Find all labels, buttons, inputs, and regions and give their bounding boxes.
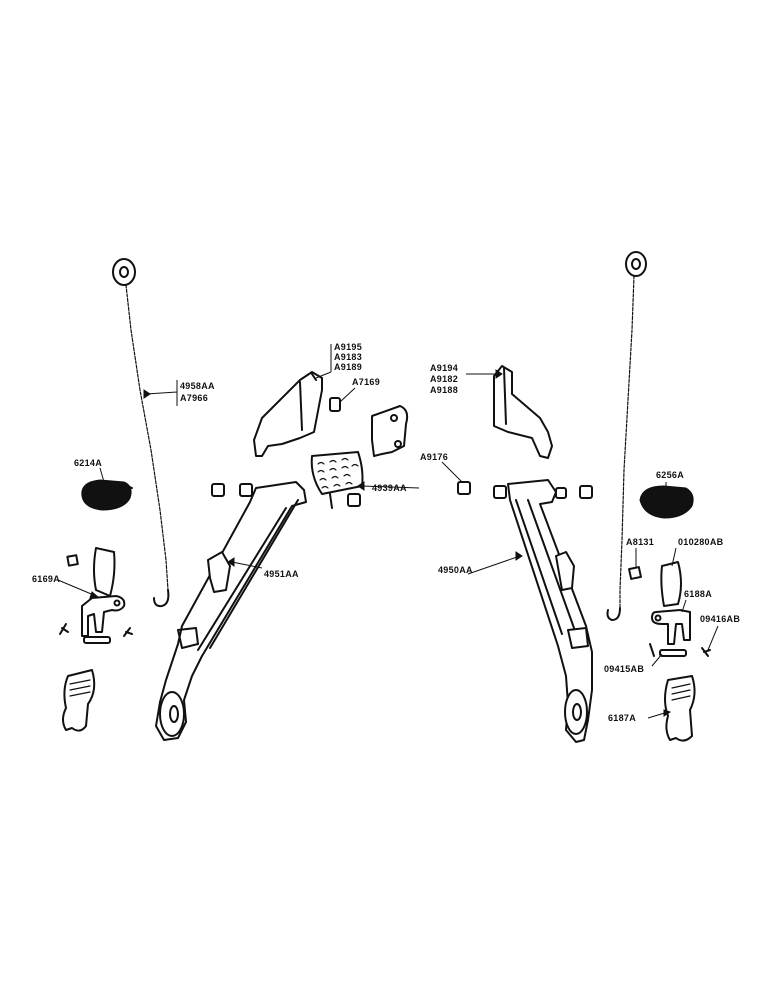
label-6214A: 6214A [74, 458, 102, 468]
label-4950AA: 4950AA [438, 565, 473, 575]
label-6169A: 6169A [32, 574, 60, 584]
left-clevis-6169A [81, 595, 126, 637]
label-4951AA: 4951AA [264, 569, 299, 579]
label-6256A: 6256A [656, 470, 684, 480]
label-A8131: A8131 [626, 537, 654, 547]
label-09416AB: 09416AB [700, 614, 740, 624]
label-A7169: A7169 [352, 377, 380, 387]
right-lift-chain [606, 251, 647, 621]
block-A7169 [329, 397, 341, 412]
label-A9188: A9188 [430, 385, 458, 395]
leader-lines [57, 344, 719, 719]
left-lower-link-end [62, 669, 96, 732]
right-pins [649, 643, 711, 657]
left-bracket-A9195 [253, 371, 323, 457]
lower-link-end-6187A [664, 675, 696, 742]
label-6188A: 6188A [684, 589, 712, 599]
label-A7966: A7966 [180, 393, 208, 403]
left-boot-6214A [81, 479, 133, 511]
block-A9176 [457, 481, 471, 495]
label-09415AB: 09415AB [604, 664, 644, 674]
label-4958AA: 4958AA [180, 381, 215, 391]
label-A9183: A9183 [334, 352, 362, 362]
left-small-plate [66, 554, 79, 567]
footplate-4939AA [310, 405, 409, 509]
right-bracket-A9194 [493, 365, 553, 459]
label-A9189: A9189 [334, 362, 362, 372]
label-A9182: A9182 [430, 374, 458, 384]
label-4939AA: 4939AA [372, 483, 407, 493]
right-boot-6256A [639, 485, 694, 519]
label-A9195: A9195 [334, 342, 362, 352]
left-pins [59, 623, 133, 644]
plate-A8131 [628, 566, 642, 580]
right-lift-arm-4950AA [507, 479, 593, 743]
label-010280AB: 010280AB [678, 537, 724, 547]
right-small-blocks [493, 485, 593, 499]
left-sleeve [93, 547, 116, 597]
label-A9194: A9194 [430, 363, 458, 373]
label-A9176: A9176 [420, 452, 448, 462]
left-lift-arm-4951AA [155, 481, 307, 741]
left-lift-chain [112, 258, 170, 608]
label-6187A: 6187A [608, 713, 636, 723]
clevis-6188A [651, 609, 691, 645]
left-small-blocks [211, 483, 361, 507]
sleeve-010280AB [660, 561, 682, 607]
